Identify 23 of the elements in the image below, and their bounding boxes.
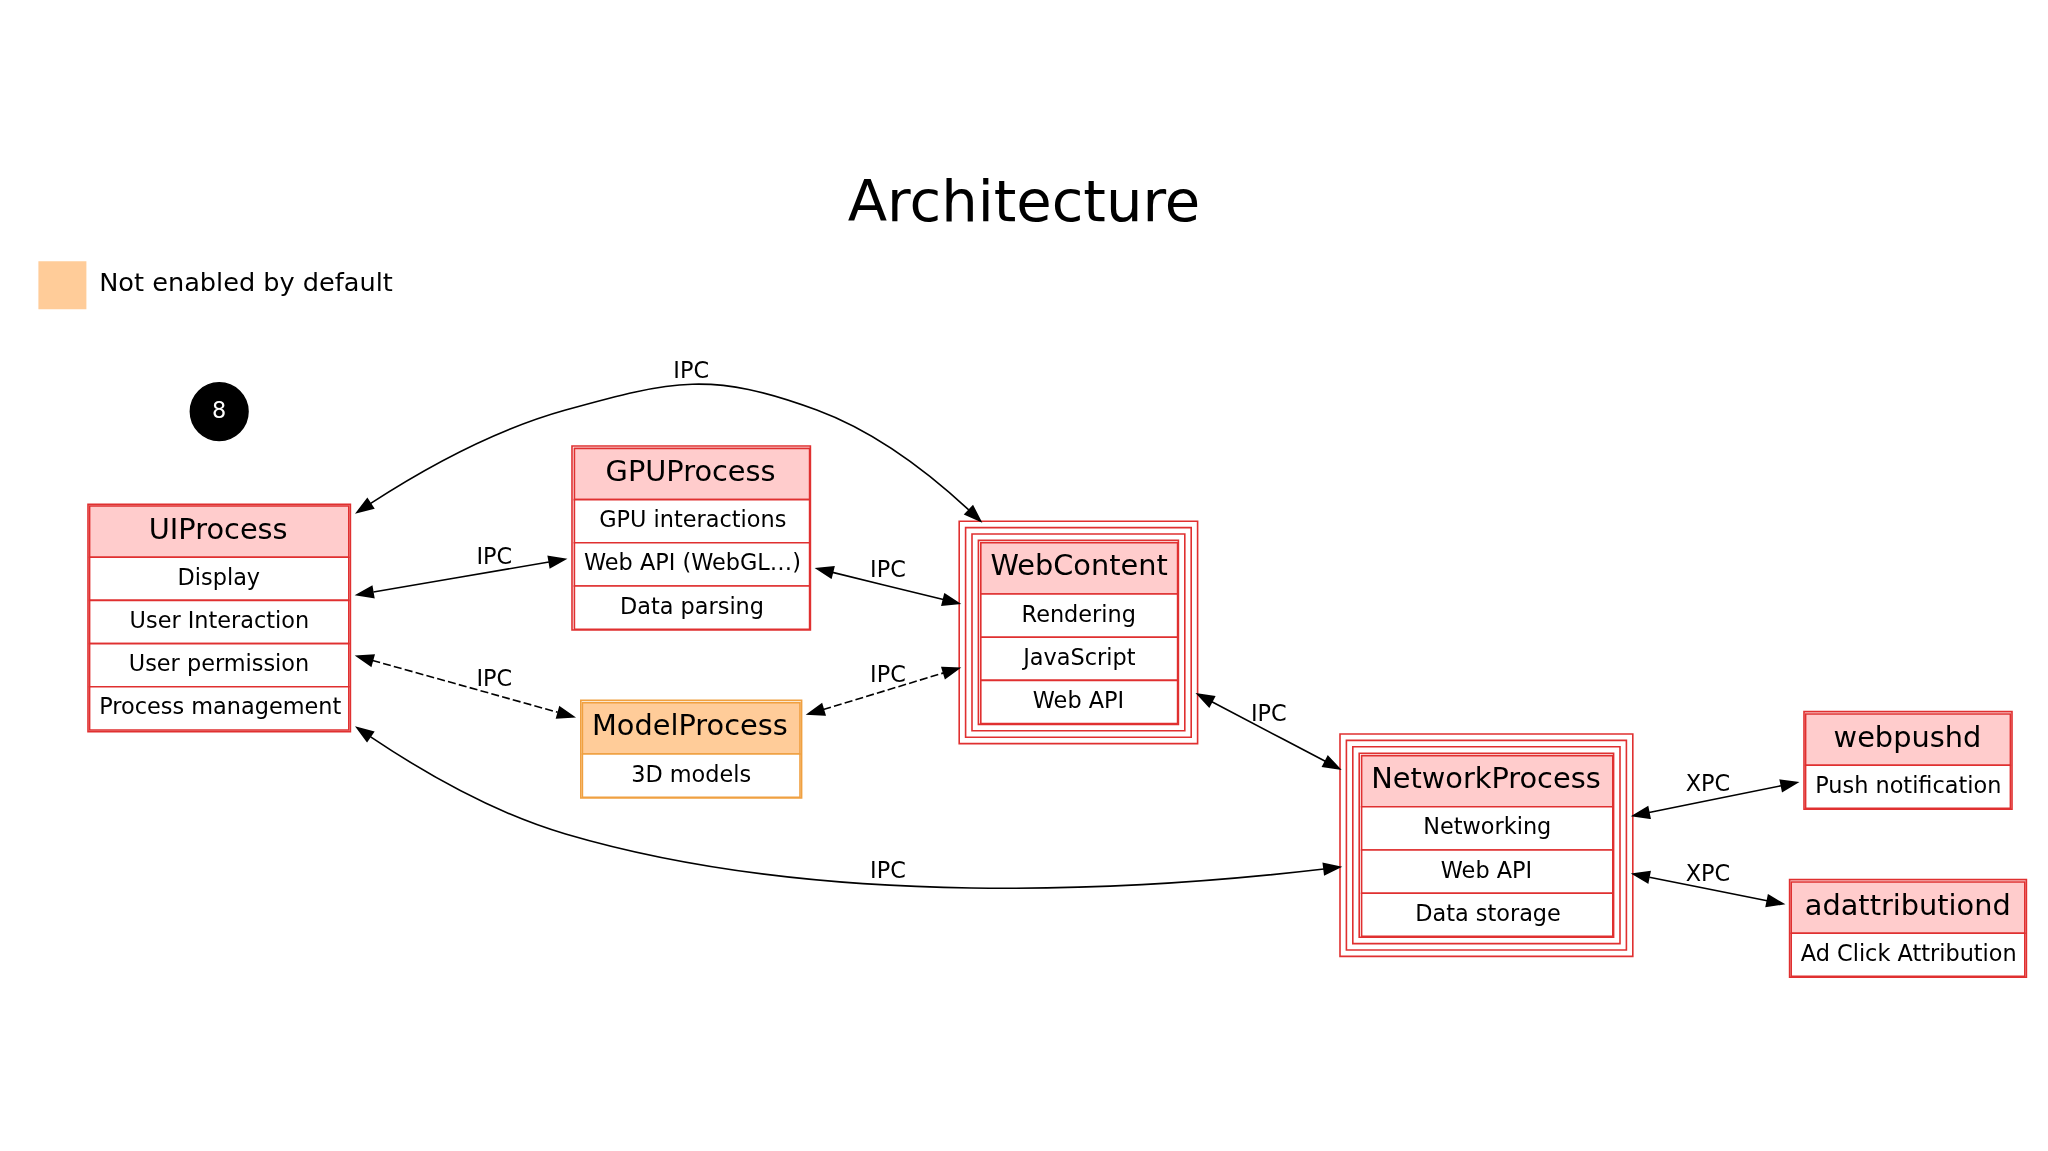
node-circle: 8 (189, 381, 249, 441)
edge-label: IPC (1250, 699, 1287, 726)
arrow (354, 653, 576, 719)
edge-label: IPC (476, 542, 513, 569)
arrow (1195, 692, 1342, 770)
arrow (1630, 778, 1800, 819)
node-box: WebContent Rendering JavaScript Web API (958, 519, 1199, 744)
arrow (1630, 870, 1786, 907)
edge-label: IPC (870, 856, 906, 883)
arrow (805, 666, 962, 716)
arrow (355, 382, 983, 523)
arrow (355, 725, 1343, 889)
edge-label: IPC (870, 660, 906, 687)
edge-label: IPC (673, 356, 710, 383)
diagram-title: Architecture (847, 167, 1201, 235)
edge-label: XPC (1685, 859, 1731, 886)
edge-label: IPC (870, 555, 906, 582)
arrow (354, 554, 568, 599)
node-box: NetworkProcess Networking Web API Data storage (1339, 732, 1634, 957)
arrow (814, 565, 962, 606)
legend-label: Not enabled by default (99, 266, 393, 297)
edge-label: XPC (1685, 769, 1731, 796)
edge-label: IPC (476, 664, 513, 691)
